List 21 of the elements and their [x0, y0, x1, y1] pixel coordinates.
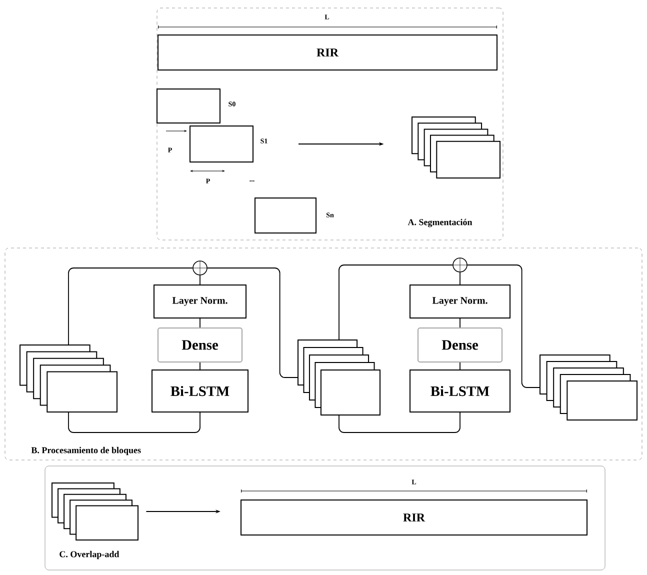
block-box: Bi-LSTM: [152, 370, 248, 412]
frame-stack: [20, 344, 118, 412]
connector: [68, 268, 194, 346]
frame-stack: [540, 354, 638, 420]
block-box: Dense: [158, 328, 242, 362]
block-box: Bi-LSTM: [410, 370, 510, 412]
connector: [206, 268, 298, 378]
block-box: Dense: [418, 328, 502, 362]
connector: [466, 264, 540, 388]
block-box: RIR: [158, 34, 498, 70]
frame-stack: [298, 340, 380, 416]
block-box: Layer Norm.: [410, 284, 510, 318]
block-box: Layer Norm.: [154, 284, 246, 318]
frame-stack: [52, 482, 138, 540]
block-box: RIR: [240, 500, 588, 536]
frame-stack: [412, 116, 500, 178]
sum-circle: [192, 260, 208, 276]
connector: [338, 264, 454, 340]
sum-circle: [452, 258, 468, 272]
connector: [68, 412, 200, 433]
connector: [338, 412, 460, 433]
